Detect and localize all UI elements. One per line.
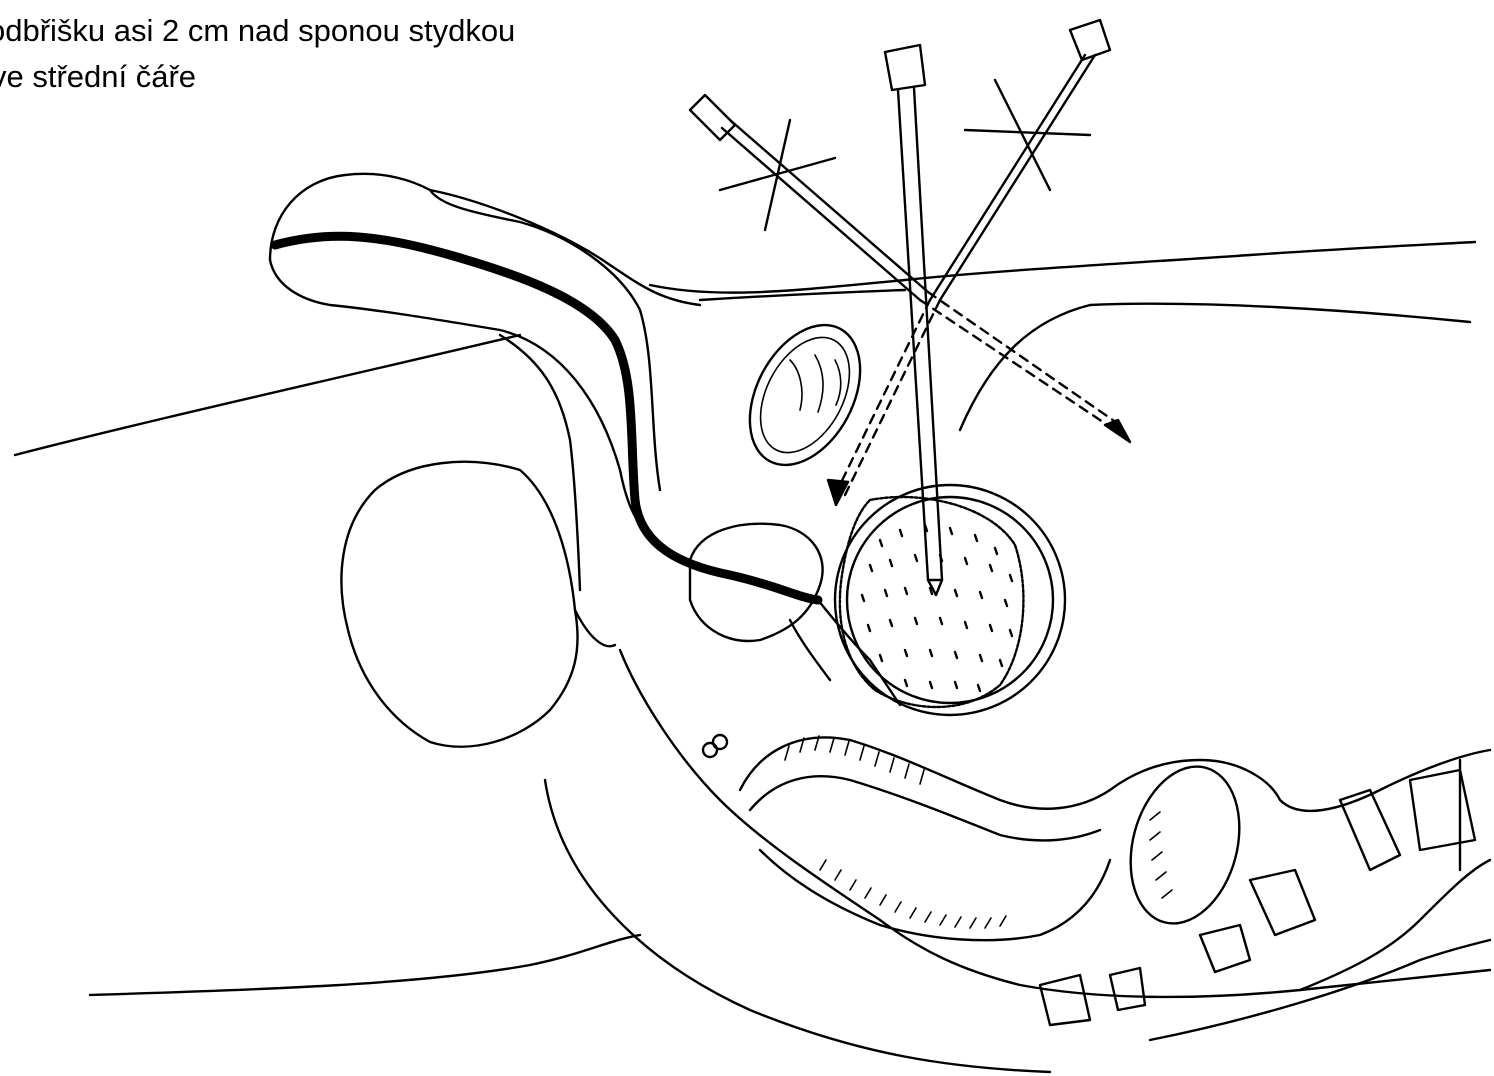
needle-incorrect-right: [828, 20, 1110, 505]
urine-dots: [862, 525, 1012, 691]
pubic-symphysis: [727, 306, 882, 484]
thigh-outline: [15, 335, 640, 995]
abdominal-wall: [650, 242, 1475, 430]
bladder: [835, 485, 1065, 715]
rectum-outline: [620, 650, 1490, 997]
penis-outline: [270, 174, 820, 600]
testis-outline: [341, 462, 577, 747]
urethra-line: [275, 236, 818, 600]
coccyx-marks: [703, 735, 727, 757]
bladder-neck: [818, 600, 900, 705]
sacrum: [1040, 760, 1490, 1040]
scrotal-line: [575, 610, 615, 646]
cross-mark-right: [965, 130, 1090, 135]
